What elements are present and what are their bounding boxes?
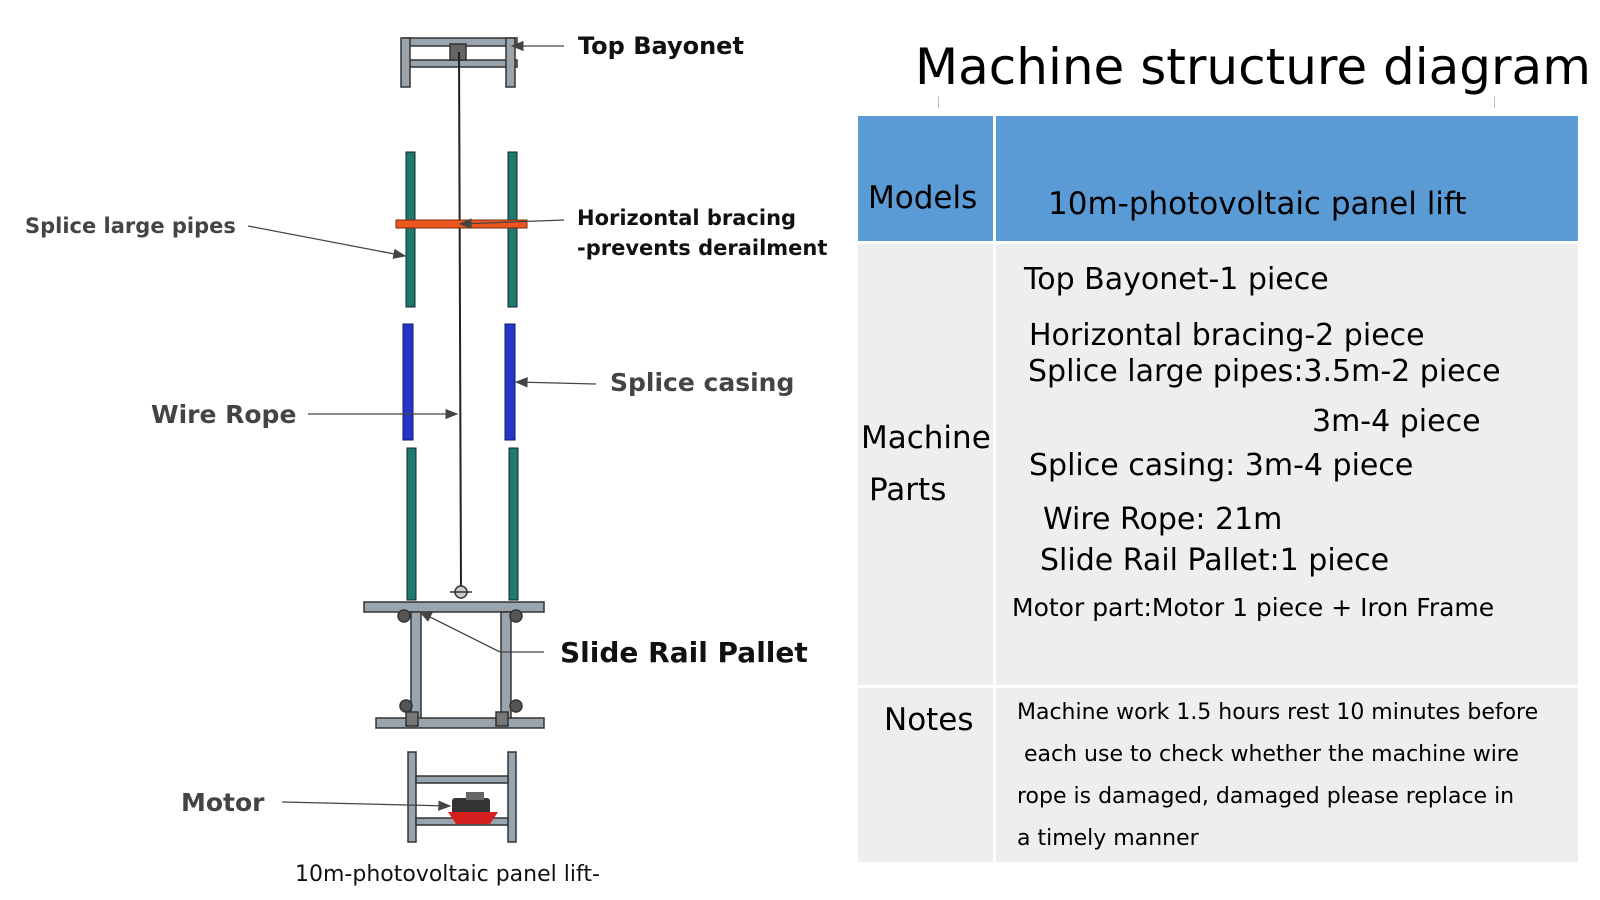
leader-splice-casing	[514, 377, 597, 388]
parts-item: Motor part:Motor 1 piece + Iron Frame	[1012, 593, 1495, 622]
parts-item: 3m-4 piece	[1312, 404, 1481, 439]
models-value: 10m-photovoltaic panel lift	[1048, 186, 1467, 222]
title-tick-right	[1494, 96, 1495, 108]
title-tick-left	[938, 96, 939, 108]
label-horizontal-bracing-line1: Horizontal bracing	[577, 206, 797, 230]
parts-item: Top Bayonet-1 piece	[1024, 262, 1329, 297]
splice-casing-left	[402, 323, 414, 441]
parts-item: Splice casing: 3m-4 piece	[1029, 448, 1414, 483]
diagram-caption: 10m-photovoltaic panel lift-	[295, 862, 600, 887]
page-title: Machine structure diagram	[915, 38, 1591, 96]
leader-motor	[281, 800, 452, 811]
splice-large-pipe-left-lower	[406, 447, 417, 601]
slide-rail-pallet	[363, 601, 545, 729]
motor-unit	[448, 792, 498, 824]
wire-rope	[458, 51, 462, 593]
label-splice-large-pipes: Splice large pipes	[25, 214, 236, 238]
splice-large-pipe-right-lower	[508, 447, 519, 601]
splice-large-pipe-right-upper	[507, 151, 518, 308]
spec-table: Models 10m-photovoltaic panel lift Machi…	[858, 116, 1578, 862]
parts-label-line1: Machine	[861, 420, 991, 456]
models-value-cell	[996, 116, 1578, 241]
label-splice-casing: Splice casing	[610, 368, 795, 397]
rope-hook	[450, 585, 472, 599]
notes-line: each use to check whether the machine wi…	[1017, 742, 1519, 767]
parts-item: Horizontal bracing-2 piece	[1029, 318, 1425, 353]
parts-label-line2: Parts	[869, 472, 947, 508]
motor-frame	[407, 751, 517, 843]
label-top-bayonet: Top Bayonet	[578, 32, 744, 60]
label-horizontal-bracing-line2: -prevents derailment	[577, 236, 828, 260]
parts-label-cell	[858, 244, 993, 685]
leader-splice-large-pipes	[247, 225, 407, 259]
models-label-cell	[858, 116, 993, 241]
label-motor: Motor	[181, 788, 265, 817]
notes-line: Machine work 1.5 hours rest 10 minutes b…	[1017, 700, 1539, 725]
label-wire-rope: Wire Rope	[151, 400, 297, 429]
label-slide-rail-pallet: Slide Rail Pallet	[560, 636, 808, 669]
notes-line: a timely manner	[1017, 826, 1199, 851]
parts-item: Wire Rope: 21m	[1043, 502, 1283, 537]
notes-line: rope is damaged, damaged please replace …	[1017, 784, 1515, 809]
parts-item: Slide Rail Pallet:1 piece	[1040, 543, 1390, 578]
lift-structure-drawing	[247, 37, 597, 843]
notes-text-cell	[996, 688, 1578, 862]
parts-item: Splice large pipes:3.5m-2 piece	[1028, 354, 1501, 389]
leader-slide-rail-pallet-diag	[418, 611, 501, 653]
splice-large-pipe-left-upper	[405, 151, 416, 308]
notes-label: Notes	[884, 702, 974, 738]
parts-list-cell	[996, 244, 1578, 685]
splice-casing-right	[504, 323, 516, 441]
notes-label-cell	[858, 688, 993, 862]
leader-horizontal-bracing	[458, 218, 565, 229]
models-label: Models	[868, 180, 978, 216]
